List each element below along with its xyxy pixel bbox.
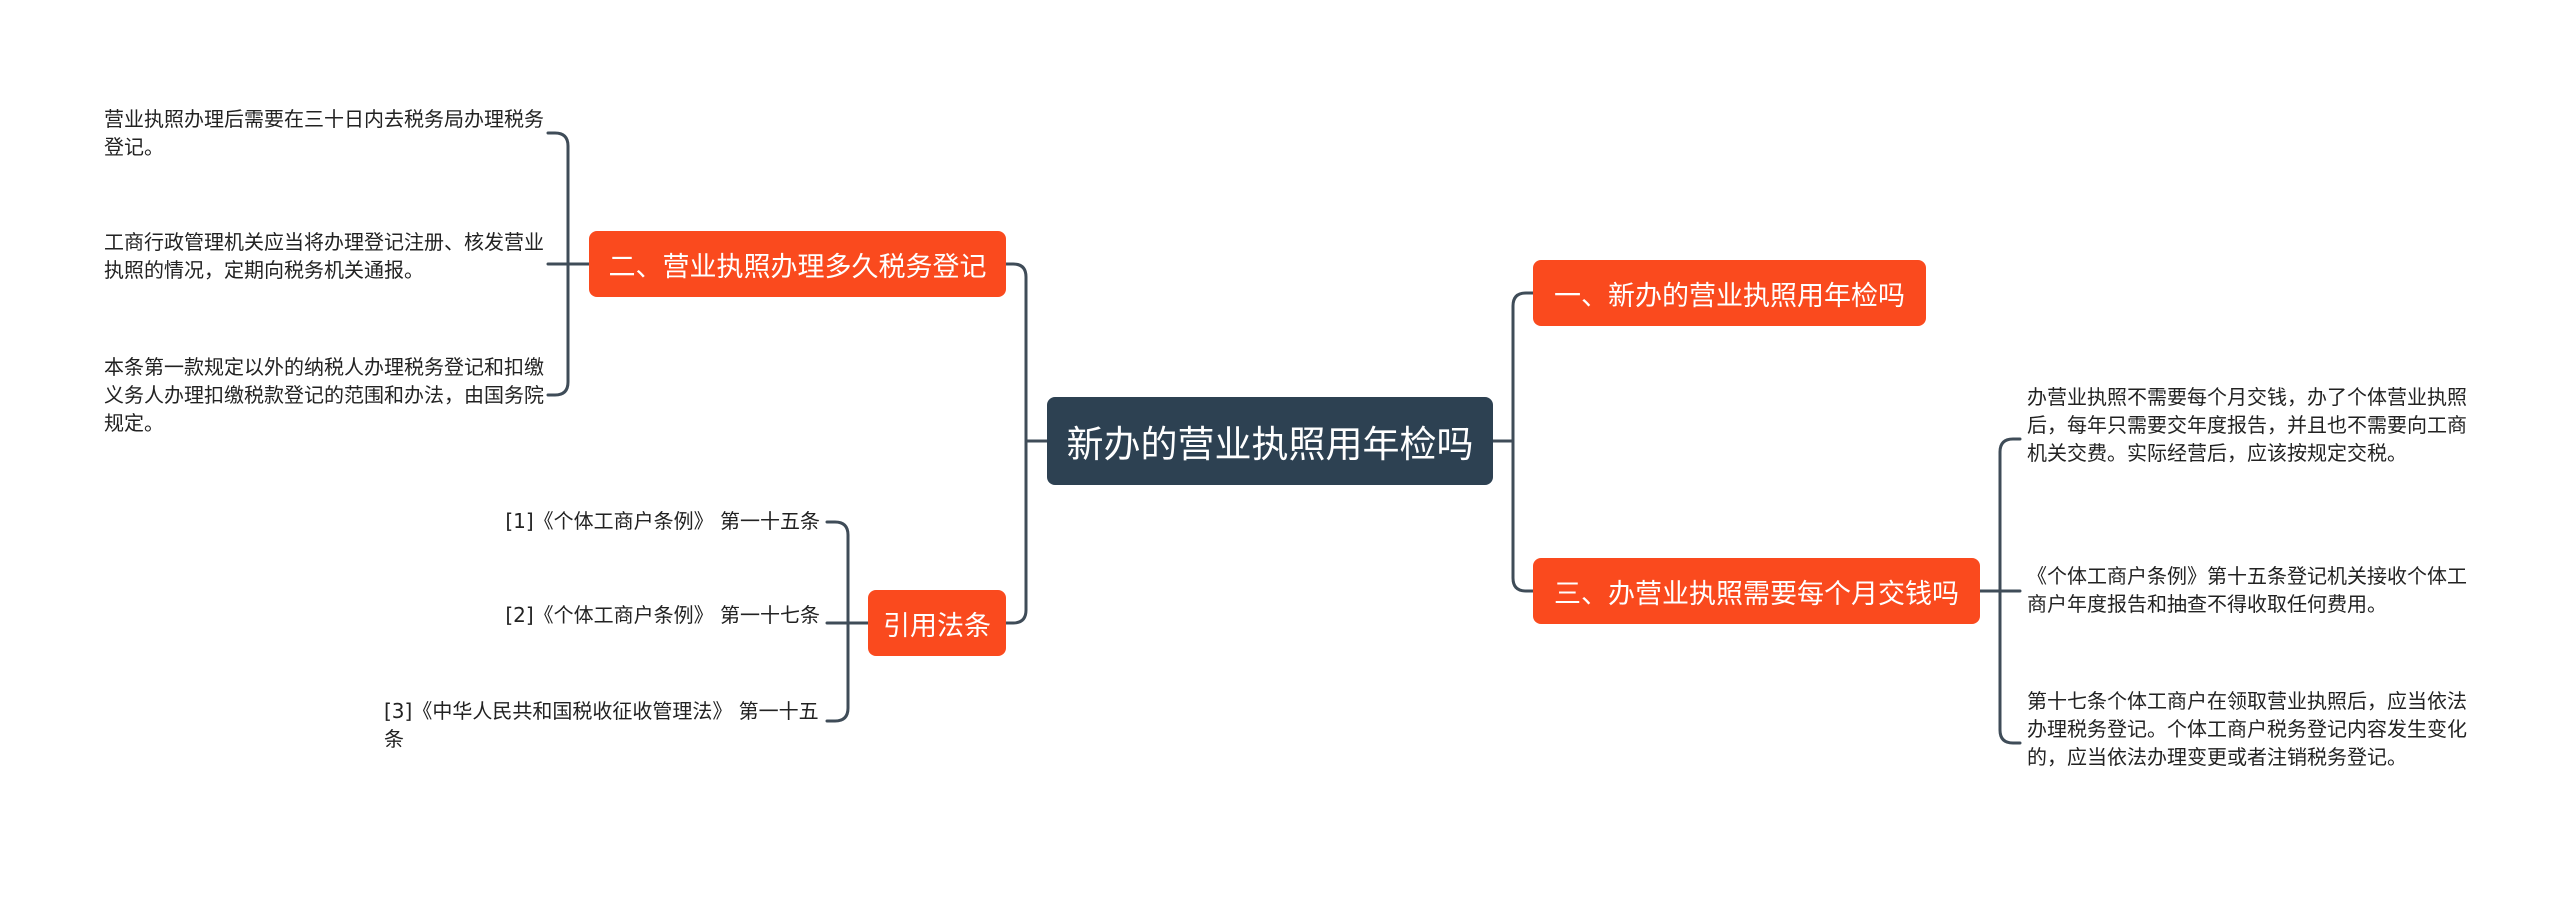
topic-monthly-fee[interactable]: 三、办营业执照需要每个月交钱吗 — [1533, 558, 1980, 624]
connector-left1-leaves — [546, 131, 591, 397]
topic-annual-inspection[interactable]: 一、新办的营业执照用年检吗 — [1533, 260, 1926, 326]
leaf-text: 本条第一款规定以外的纳税人办理税务登记和扣缴义务人办理扣缴税款登记的范围和办法，… — [104, 355, 544, 435]
connector-root-right — [1491, 291, 1535, 593]
leaf-citation: [3]《中华人民共和国税收征收管理法》 第一十五条 — [384, 699, 819, 751]
leaf-citation: [1]《个体工商户条例》 第一十五条 — [505, 509, 820, 533]
connector-right2-leaves — [1978, 437, 2022, 745]
leaf-text: 第十七条个体工商户在领取营业执照后，应当依法办理税务登记。个体工商户税务登记内容… — [2027, 689, 2467, 769]
leaf-text: 工商行政管理机关应当将办理登记注册、核发营业执照的情况，定期向税务机关通报。 — [104, 230, 544, 282]
connector-root-left — [1004, 262, 1049, 625]
topic-label: 一、新办的营业执照用年检吗 — [1554, 280, 1905, 312]
topic-label: 引用法条 — [883, 610, 991, 642]
topic-cited-laws[interactable]: 引用法条 — [868, 590, 1006, 656]
leaf-text: 营业执照办理后需要在三十日内去税务局办理税务登记。 — [104, 107, 544, 159]
root-topic-label: 新办的营业执照用年检吗 — [1066, 423, 1474, 466]
topic-label: 三、办营业执照需要每个月交钱吗 — [1554, 578, 1959, 610]
connector-left2-leaves — [825, 520, 870, 723]
leaf-citation: [2]《个体工商户条例》 第一十七条 — [505, 603, 820, 627]
leaf-text: 办营业执照不需要每个月交钱，办了个体营业执照后，每年只需要交年度报告，并且也不需… — [2027, 385, 2467, 465]
leaf-text: 《个体工商户条例》第十五条登记机关接收个体工商户年度报告和抽查不得收取任何费用。 — [2027, 564, 2467, 616]
root-topic[interactable]: 新办的营业执照用年检吗 — [1047, 397, 1493, 485]
topic-label: 二、营业执照办理多久税务登记 — [608, 251, 987, 283]
topic-registration-timing[interactable]: 二、营业执照办理多久税务登记 — [589, 231, 1006, 297]
